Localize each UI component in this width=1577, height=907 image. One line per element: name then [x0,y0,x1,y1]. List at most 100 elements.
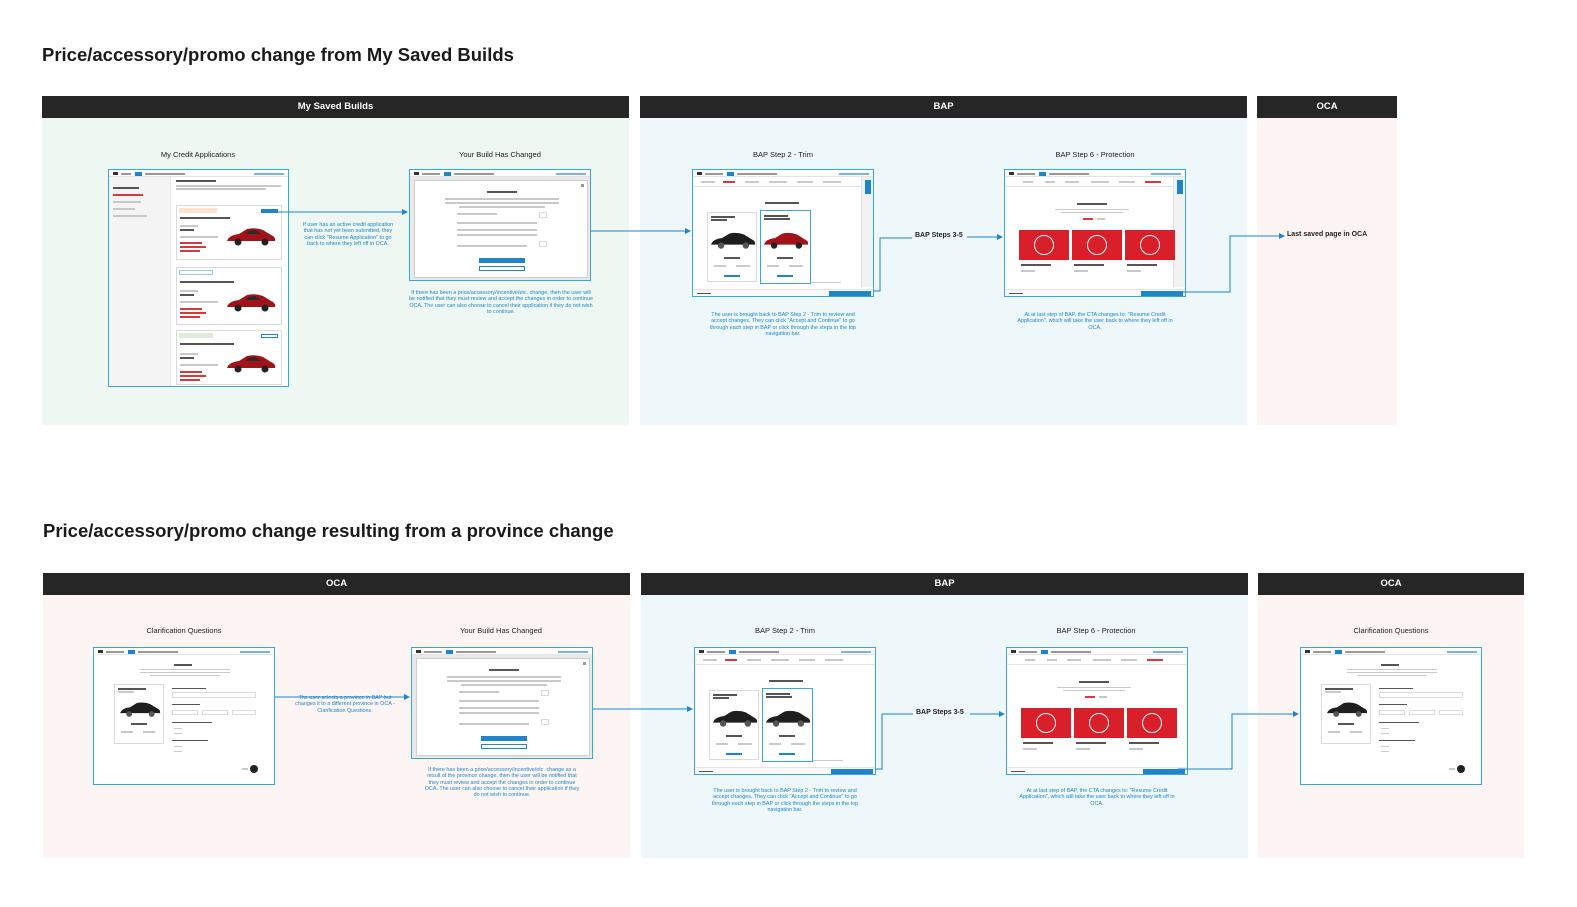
annotation: The user is brought back to BAP Step 2 -… [709,312,857,337]
field-input[interactable] [232,710,256,715]
field-input[interactable] [1379,710,1405,715]
car-image [227,355,276,373]
top-nav [1007,648,1187,655]
cancel-button[interactable] [481,744,527,749]
next-button[interactable] [250,765,258,773]
section-body [1257,118,1397,425]
sidebar [109,177,171,386]
annotation: If user has an active credit application… [302,222,394,247]
screen-clarification-questions [93,647,275,785]
top-nav [410,170,590,177]
screen-label: BAP Step 6 - Protection [1055,150,1135,159]
step-navigation[interactable] [695,655,875,665]
bottom-bar [1007,767,1187,774]
accept-and-continue-button[interactable] [829,291,871,296]
annotation: At at last step of BAP, the CTA changes … [1019,788,1175,807]
field-input[interactable] [202,710,228,715]
screen-label: Clarification Questions [146,626,222,635]
top-nav [94,648,274,655]
bottom-bar [1005,289,1185,296]
screen-bap-step2-trim [692,169,874,297]
section-header: My Saved Builds [42,96,629,118]
protection-card[interactable] [1072,230,1122,260]
top-nav [695,648,875,655]
flow-title: Price/accessory/promo change resulting f… [43,520,614,541]
car-image [227,228,276,246]
field-input[interactable] [172,710,198,715]
trim-card[interactable] [709,690,759,760]
protection-card[interactable] [1074,708,1124,738]
section-header: OCA [43,573,630,595]
section-header: BAP [641,573,1248,595]
province-select[interactable] [172,692,256,698]
screen-label: BAP Step 6 - Protection [1056,626,1136,635]
step-navigation[interactable] [693,177,873,187]
screen-label: Clarification Questions [1353,626,1429,635]
annotation: The user is brought back to BAP Step 2 -… [711,788,859,813]
bottom-bar [693,289,873,296]
screen-label: Your Build Has Changed [460,626,542,635]
screen-your-build-has-changed [411,647,593,759]
car-image [713,710,758,727]
section-header: OCA [1258,573,1524,595]
screen-label: My Credit Applications [160,150,236,159]
application-card [176,267,282,325]
screen-label: Your Build Has Changed [459,150,541,159]
accept-and-continue-button[interactable] [831,769,873,774]
node-bap-steps-3-5: BAP Steps 3-5 [916,709,964,716]
protection-card[interactable] [1019,230,1069,260]
top-nav [693,170,873,177]
protection-card[interactable] [1021,708,1071,738]
screen-your-build-has-changed [409,169,591,281]
protection-card[interactable] [1127,708,1177,738]
application-card [176,330,282,385]
field-input[interactable] [1409,710,1435,715]
vehicle-summary-card [114,684,164,744]
top-nav [1005,170,1185,177]
top-nav [412,648,592,655]
resume-credit-application-button[interactable] [1143,769,1185,774]
flow-title: Price/accessory/promo change from My Sav… [42,44,514,65]
next-button[interactable] [1457,765,1465,773]
province-select[interactable] [1379,692,1463,698]
section-header: OCA [1257,96,1397,118]
section-oca: OCA [1257,96,1397,425]
car-image [227,294,276,312]
pricing-update-modal [416,658,590,756]
step-navigation[interactable] [1007,655,1187,665]
application-card [176,205,282,260]
car-image [711,232,756,249]
trim-card-selected[interactable] [762,688,813,762]
field-input[interactable] [1439,710,1463,715]
annotation: At at last step of BAP, the CTA changes … [1017,312,1173,331]
section-header: BAP [640,96,1247,118]
accept-button[interactable] [479,258,525,263]
cancel-button[interactable] [479,266,525,271]
resume-credit-application-button[interactable] [1141,291,1183,296]
car-image [764,232,809,249]
car-image [120,702,161,717]
screen-bap-step6-protection [1004,169,1186,297]
trim-card-selected[interactable] [760,210,811,284]
node-last-saved-page-oca: Last saved page in OCA [1287,231,1368,238]
step-navigation[interactable] [1005,177,1185,187]
pricing-update-modal [414,180,588,278]
annotation: If there has been a price/accessory/ince… [424,767,580,799]
accept-button[interactable] [481,736,527,741]
top-nav [109,170,288,177]
car-image [1327,702,1368,717]
screen-label: BAP Step 2 - Trim [755,626,815,635]
car-image [766,710,811,727]
bottom-bar [695,767,875,774]
screen-bap-step6-protection [1006,647,1188,775]
screen-label: BAP Step 2 - Trim [753,150,813,159]
trim-card[interactable] [707,212,757,282]
screen-bap-step2-trim [694,647,876,775]
screen-my-credit-applications [108,169,289,387]
annotation: If there has been a price/accessory/ince… [409,290,593,315]
top-nav [1301,648,1481,655]
vehicle-summary-card [1321,684,1371,744]
node-bap-steps-3-5: BAP Steps 3-5 [915,232,963,239]
protection-card[interactable] [1125,230,1175,260]
